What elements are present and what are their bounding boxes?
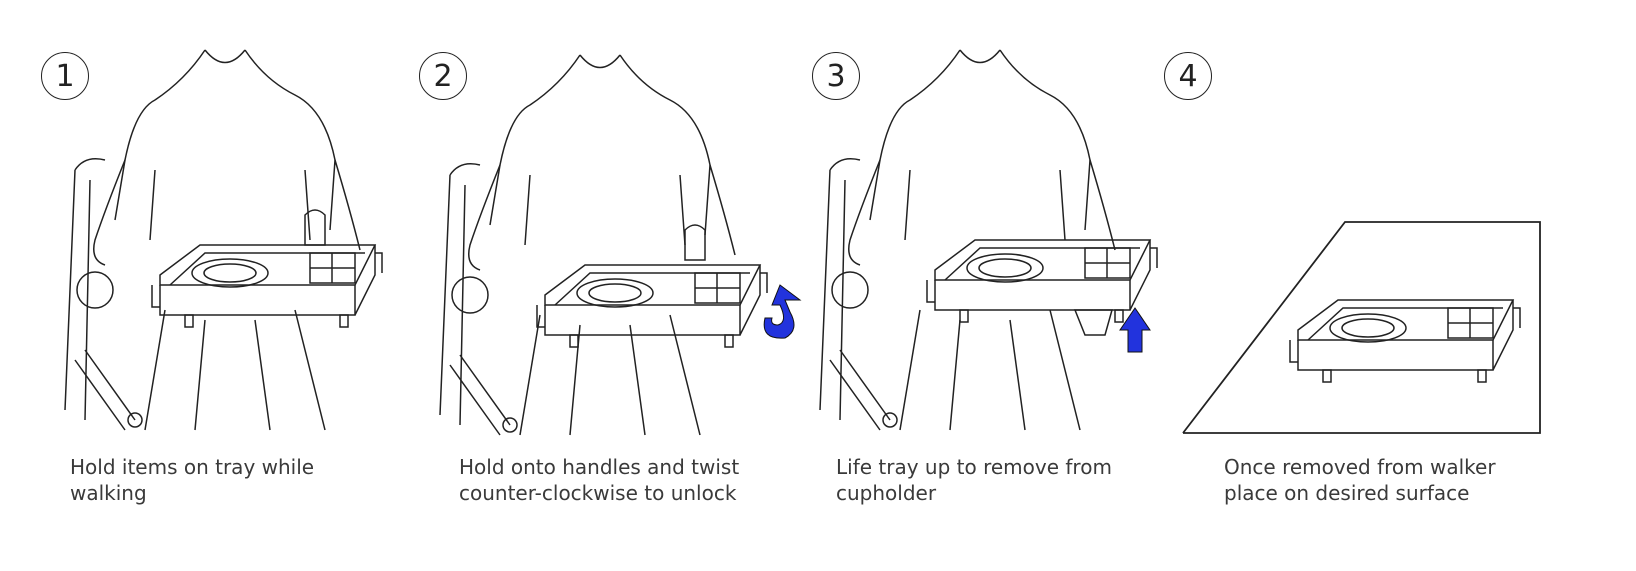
caption-line: Hold items on tray while — [70, 455, 315, 479]
step-3-caption: Life tray up to remove from cupholder — [836, 454, 1112, 506]
caption-line: Life tray up to remove from — [836, 455, 1112, 479]
step-1-number: 1 — [41, 52, 89, 100]
step-4-caption: Once removed from walker place on desire… — [1224, 454, 1496, 506]
twist-arrow-icon — [763, 284, 802, 339]
caption-line: counter-clockwise to unlock — [459, 481, 737, 505]
step-4-illustration — [1182, 221, 1541, 434]
step-3-illustration — [819, 49, 1158, 431]
caption-line: place on desired surface — [1224, 481, 1470, 505]
lift-up-arrow-icon — [1119, 307, 1151, 353]
step-2-caption: Hold onto handles and twist counter-cloc… — [459, 454, 739, 506]
step-3-number: 3 — [812, 52, 860, 100]
step-2-illustration — [439, 54, 768, 436]
step-4-number: 4 — [1164, 52, 1212, 100]
step-1-caption: Hold items on tray while walking — [70, 454, 314, 506]
caption-line: Once removed from walker — [1224, 455, 1496, 479]
caption-line: Hold onto handles and twist — [459, 455, 740, 479]
step-1-illustration — [64, 49, 383, 431]
caption-line: walking — [70, 481, 147, 505]
step-2-number: 2 — [419, 52, 467, 100]
caption-line: cupholder — [836, 481, 937, 505]
